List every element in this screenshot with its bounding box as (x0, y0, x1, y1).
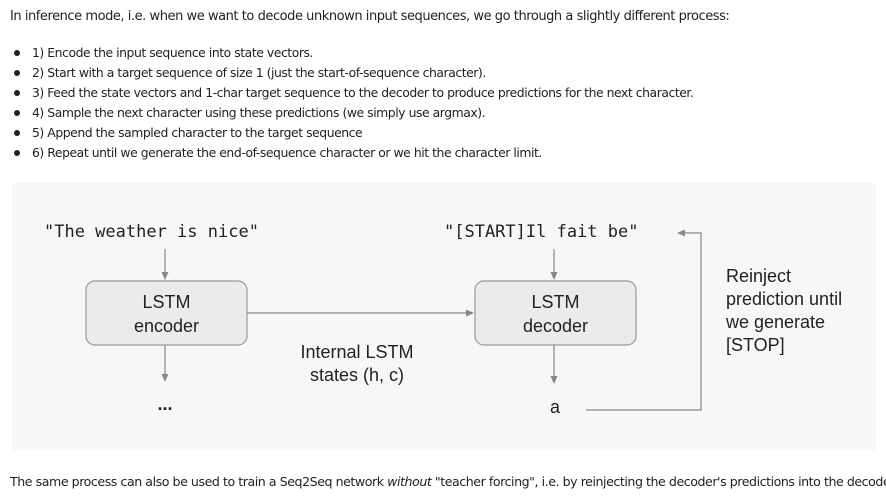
step-text: 3) Feed the state vectors and 1-char tar… (32, 85, 694, 100)
encoder-output-ellipsis: ... (157, 394, 172, 414)
list-item: 6) Repeat until we generate the end-of-s… (10, 143, 693, 163)
list-item: 3) Feed the state vectors and 1-char tar… (10, 83, 694, 103)
list-item: 2) Start with a target sequence of size … (10, 63, 693, 83)
decoder-input-text: "[START]Il fait be" (444, 222, 638, 242)
inference-steps-list: 1) Encode the input sequence into state … (10, 43, 694, 163)
encoder-input-text: "The weather is nice" (44, 222, 259, 242)
bullet-icon (14, 150, 20, 156)
reinject-label-line4: [STOP] (726, 335, 785, 355)
bullet-icon (14, 110, 20, 116)
seq2seq-inference-diagram: "The weather is nice" "[START]Il fait be… (12, 183, 876, 450)
bullet-icon (14, 70, 20, 76)
step-text: 6) Repeat until we generate the end-of-s… (32, 145, 542, 160)
decoder-output-text: a (550, 397, 561, 417)
step-text: 2) Start with a target sequence of size … (32, 65, 486, 80)
diagram-canvas: "The weather is nice" "[START]Il fait be… (44, 222, 842, 417)
reinject-label-line1: Reinject (726, 266, 791, 286)
states-label-line1: Internal LSTM (300, 342, 413, 362)
reinject-feedback-arrow (586, 229, 702, 411)
reinject-label-line3: we generate (725, 312, 825, 332)
list-item: 1) Encode the input sequence into state … (10, 43, 693, 63)
footer-text-before: The same process can also be used to tra… (10, 474, 388, 489)
decoder-label-line1: LSTM (531, 292, 579, 312)
decoder-label-line2: decoder (523, 316, 588, 336)
step-text: 5) Append the sampled character to the t… (32, 125, 363, 140)
intro-paragraph: In inference mode, i.e. when we want to … (10, 9, 730, 24)
states-label-line2: states (h, c) (310, 365, 404, 385)
footer-paragraph: The same process can also be used to tra… (10, 473, 886, 491)
step-text: 4) Sample the next character using these… (32, 105, 486, 120)
footer-text-after: "teacher forcing", i.e. by reinjecting t… (431, 474, 886, 489)
bullet-icon (14, 50, 20, 56)
encoder-label-line1: LSTM (142, 292, 190, 312)
footer-emphasis: without (387, 474, 432, 489)
list-item: 4) Sample the next character using these… (10, 103, 693, 123)
bullet-icon (14, 130, 20, 136)
encoder-label-line2: encoder (134, 316, 199, 336)
bullet-icon (14, 90, 20, 96)
step-text: 1) Encode the input sequence into state … (32, 45, 313, 60)
reinject-label-line2: prediction until (726, 289, 842, 309)
lstm-decoder-box (474, 280, 637, 346)
list-item: 5) Append the sampled character to the t… (10, 123, 693, 143)
